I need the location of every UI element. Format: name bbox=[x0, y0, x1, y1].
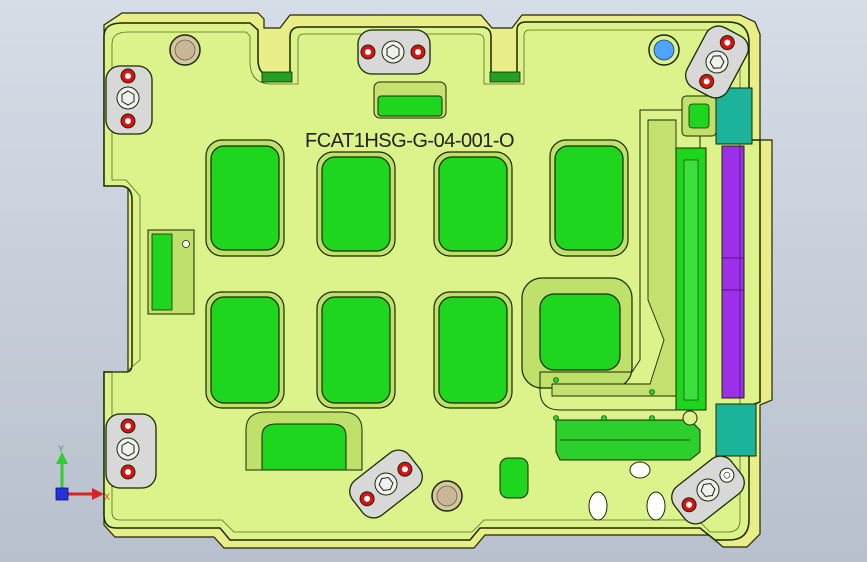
y-axis-arrowhead bbox=[56, 452, 68, 464]
left-side-tab-pocket bbox=[151, 233, 173, 311]
oval-hole-3 bbox=[629, 461, 651, 479]
coordinate-triad: Y X bbox=[55, 444, 110, 502]
x-axis-label: X bbox=[104, 492, 110, 502]
center-raised-pocket bbox=[539, 293, 621, 371]
pocket-grid bbox=[205, 139, 629, 409]
clamp-plate-top-right bbox=[685, 25, 749, 99]
clamp-plate-left-top bbox=[105, 65, 153, 135]
pocket-r1-c4-floor bbox=[554, 145, 624, 251]
hex-bolt-icon bbox=[116, 86, 140, 110]
clamp-plate-bottom-right bbox=[671, 455, 745, 525]
y-axis-label: Y bbox=[58, 444, 64, 454]
bracket-bolt bbox=[682, 410, 698, 426]
hex-bolt-icon bbox=[696, 478, 720, 502]
top-right-clamp-slot bbox=[688, 103, 710, 129]
top-slot-pocket bbox=[377, 95, 443, 117]
hex-bolt-icon bbox=[116, 437, 140, 461]
hex-bolt-icon bbox=[374, 472, 398, 496]
teal-block-bottom bbox=[715, 403, 757, 457]
pocket-r2-c1-floor bbox=[210, 296, 280, 404]
teal-block-top bbox=[715, 87, 753, 145]
pocket-r1-c3-floor bbox=[438, 156, 508, 252]
purple-rail bbox=[721, 145, 745, 399]
hex-bolt-icon bbox=[705, 50, 729, 74]
hex-bolt-icon bbox=[381, 40, 405, 64]
small-screw-dots bbox=[553, 377, 655, 421]
blue-locator-pin-inner bbox=[653, 39, 675, 61]
clamp-plate-left-bottom bbox=[105, 413, 157, 489]
z-axis-icon bbox=[55, 487, 69, 501]
left-side-tab-hole bbox=[182, 240, 190, 248]
top-notch-left bbox=[261, 71, 293, 83]
small-green-slot bbox=[499, 457, 529, 499]
bottom-recess-floor bbox=[261, 423, 347, 471]
clamp-plate-bottom-center bbox=[349, 449, 423, 519]
pocket-r2-c3-floor bbox=[438, 296, 508, 404]
top-notch-right bbox=[489, 71, 521, 83]
pocket-r1-c1-floor bbox=[210, 145, 280, 251]
right-green-channel-inner bbox=[683, 159, 699, 401]
dowel-pin-top-left-inner bbox=[174, 39, 196, 61]
oval-hole-2 bbox=[646, 491, 666, 521]
part-label: FCAT1HSG-G-04-001-O bbox=[305, 130, 514, 152]
clamp-plate-top-center bbox=[357, 29, 431, 75]
x-axis-arrowhead bbox=[92, 488, 104, 500]
pocket-r1-c2-floor bbox=[321, 156, 391, 252]
dowel-pin-bottom-inner bbox=[436, 485, 458, 507]
pocket-r2-c2-floor bbox=[321, 296, 391, 404]
oval-hole-1 bbox=[588, 491, 608, 521]
